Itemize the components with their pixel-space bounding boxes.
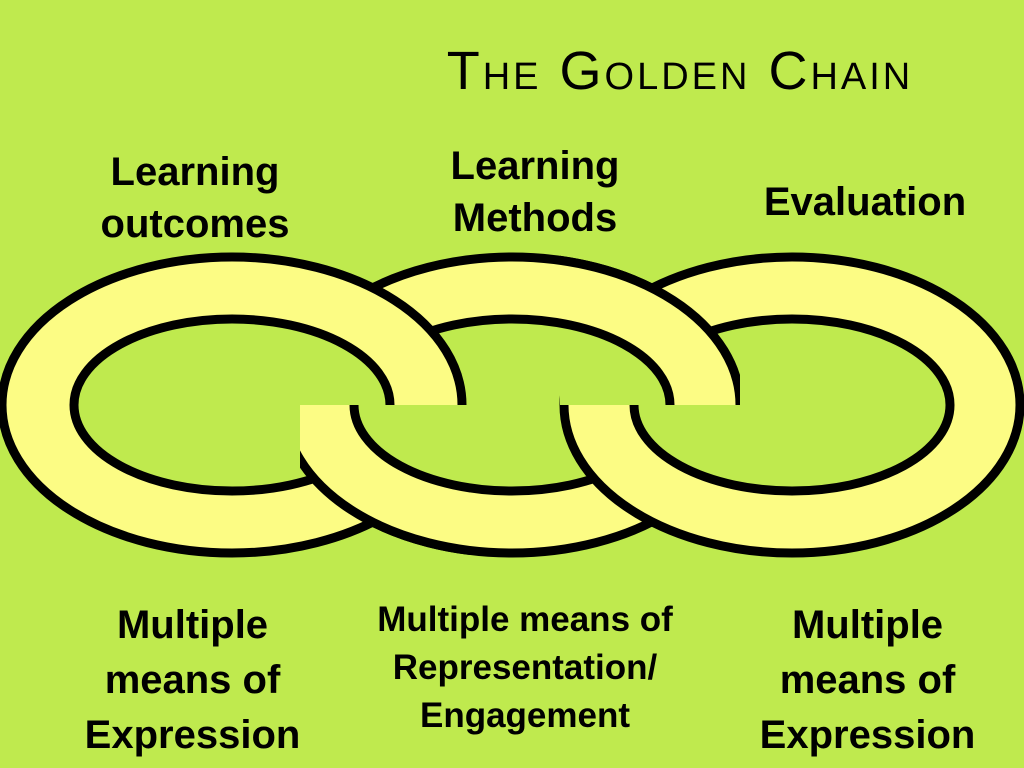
slide-title: The Golden Chain <box>446 41 914 101</box>
chain-interlock-left <box>300 405 470 555</box>
chain-interlock-right <box>560 255 740 405</box>
label-expression-left: Multiple means of Expression <box>84 603 301 757</box>
label-learning-methods: Learning Methods <box>450 144 620 240</box>
label-evaluation: Evaluation <box>763 180 967 224</box>
label-representation-engagement: Multiple means of Representation/ Engage… <box>377 600 673 735</box>
label-learning-outcomes: Learning outcomes <box>100 150 290 246</box>
label-expression-right: Multiple means of Expression <box>759 603 976 757</box>
